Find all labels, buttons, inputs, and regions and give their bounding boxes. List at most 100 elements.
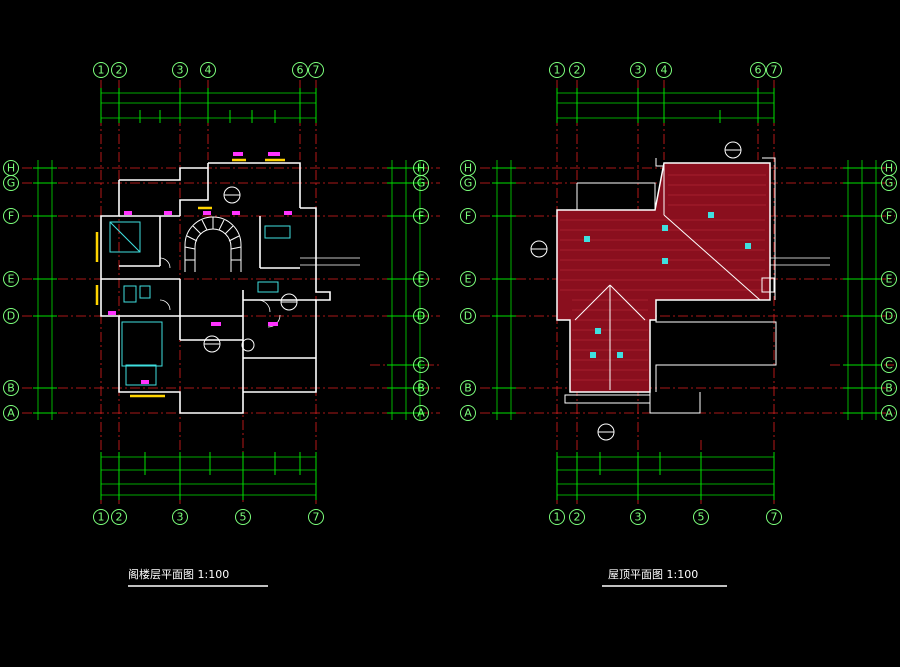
- dimension-tags: [108, 152, 292, 384]
- axis-bubble-right-C-label: C: [417, 359, 425, 372]
- axis-bubble-right-G-circle: [413, 175, 429, 191]
- axis-bubble-right-A-label: A: [417, 407, 425, 420]
- dimension-lines: [496, 92, 877, 496]
- axis-bubble-bottom-3-circle: [630, 509, 646, 525]
- axis-bubble-left-B-label: B: [464, 382, 472, 395]
- axis-bubble-right-D-circle: [413, 308, 429, 324]
- axis-bubble-left-A-label: A: [7, 407, 15, 420]
- captions: 阁楼层平面图 1:100 屋顶平面图 1:100: [128, 567, 727, 587]
- axis-bubble-left-H-label: H: [464, 162, 472, 175]
- axis-bubble-top-1-circle: [93, 62, 109, 78]
- axis-bubble-left-B-label: B: [7, 382, 15, 395]
- axis-bubble-right-C-circle: [881, 357, 897, 373]
- axis-bubble-left-G-circle: [3, 175, 19, 191]
- axis-bubble-right-F-circle: [881, 208, 897, 224]
- axis-bubble-bottom-2-circle: [569, 509, 585, 525]
- axis-bubble-left-D-circle: [460, 308, 476, 324]
- axis-bubble-left-D-label: D: [7, 310, 15, 323]
- axis-bubble-bottom-1-circle: [549, 509, 565, 525]
- walls: [100, 162, 331, 414]
- windows: [95, 158, 285, 398]
- axis-bubble-right-C-circle: [413, 357, 429, 373]
- axis-bubble-top-3-circle: [630, 62, 646, 78]
- axis-bubble-top-6-label: 6: [297, 64, 304, 77]
- axis-bubble-left-G-label: G: [464, 177, 473, 190]
- furniture: [109, 221, 291, 386]
- axis-bubble-right-B-label: B: [417, 382, 425, 395]
- axis-bubble-top-6-circle: [750, 62, 766, 78]
- dimension-ticks: [492, 88, 881, 500]
- axis-bubble-right-E-label: E: [418, 273, 425, 286]
- axis-bubble-top-4-circle: [656, 62, 672, 78]
- axis-bubble-bottom-5-circle: [235, 509, 251, 525]
- axis-bubble-top-4-circle: [200, 62, 216, 78]
- axis-bubble-top-1-label: 1: [98, 64, 105, 77]
- axis-bubble-bottom-1-label: 1: [98, 511, 105, 524]
- axis-bubble-left-B-circle: [460, 380, 476, 396]
- axis-bubble-bottom-5-label: 5: [240, 511, 247, 524]
- axis-bubble-left-D-label: D: [464, 310, 472, 323]
- axis-bubble-right-E-label: E: [886, 273, 893, 286]
- axis-bubble-right-C-label: C: [885, 359, 893, 372]
- dimension-lines: [37, 92, 421, 496]
- axis-bubble-left-B-circle: [3, 380, 19, 396]
- axis-bubble-left-F-label: F: [465, 210, 471, 223]
- axis-bubble-top-3-label: 3: [177, 64, 184, 77]
- axis-bubble-right-G-label: G: [885, 177, 894, 190]
- axis-bubble-top-3-circle: [172, 62, 188, 78]
- axis-bubble-top-7-label: 7: [771, 64, 778, 77]
- axis-bubble-right-E-circle: [413, 271, 429, 287]
- axis-bubble-top-2-circle: [111, 62, 127, 78]
- axis-bubble-right-B-circle: [881, 380, 897, 396]
- axis-bubble-bottom-3-label: 3: [177, 511, 184, 524]
- axis-bubble-top-6-circle: [292, 62, 308, 78]
- axis-bubble-right-F-circle: [413, 208, 429, 224]
- axis-bubble-bottom-7-circle: [308, 509, 324, 525]
- axis-bubble-left-E-circle: [3, 271, 19, 287]
- axis-bubble-right-A-circle: [413, 405, 429, 421]
- axis-bubble-bottom-1-circle: [93, 509, 109, 525]
- axis-bubble-bottom-3-circle: [172, 509, 188, 525]
- axis-bubble-right-H-label: H: [417, 162, 425, 175]
- axis-bubble-top-4-label: 4: [661, 64, 668, 77]
- axis-bubble-left-F-circle: [3, 208, 19, 224]
- axis-bubble-top-4-label: 4: [205, 64, 212, 77]
- axis-bubble-right-D-label: D: [885, 310, 893, 323]
- section-markers: [530, 141, 742, 441]
- axis-bubble-left-F-circle: [460, 208, 476, 224]
- axis-bubble-bottom-1-label: 1: [554, 511, 561, 524]
- axis-bubble-right-G-label: G: [417, 177, 426, 190]
- axis-bubble-bottom-7-label: 7: [313, 511, 320, 524]
- drawing-caption-attic: 阁楼层平面图 1:100: [128, 567, 229, 581]
- dimension-ticks: [33, 88, 425, 500]
- axis-bubble-top-1-label: 1: [554, 64, 561, 77]
- roof-drains: [584, 212, 751, 358]
- axis-bubble-top-3-label: 3: [635, 64, 642, 77]
- axis-bubble-right-D-circle: [881, 308, 897, 324]
- axis-bubble-left-E-label: E: [8, 273, 15, 286]
- axis-bubble-left-G-label: G: [7, 177, 16, 190]
- spiral-stair: [184, 216, 242, 272]
- axis-bubble-top-7-circle: [308, 62, 324, 78]
- axis-bubble-left-F-label: F: [8, 210, 14, 223]
- axis-bubble-top-2-circle: [569, 62, 585, 78]
- axis-bubble-top-2-label: 2: [574, 64, 581, 77]
- axis-bubble-left-G-circle: [460, 175, 476, 191]
- drawing-caption-roof: 屋顶平面图 1:100: [608, 568, 698, 581]
- axis-bubble-right-B-circle: [413, 380, 429, 396]
- axis-bubble-left-E-circle: [460, 271, 476, 287]
- axis-bubble-bottom-7-circle: [766, 509, 782, 525]
- axis-bubble-top-7-circle: [766, 62, 782, 78]
- axis-bubble-bottom-5-circle: [693, 509, 709, 525]
- axis-bubble-right-F-label: F: [418, 210, 424, 223]
- leader: [300, 257, 360, 266]
- axis-bubble-top-2-label: 2: [116, 64, 123, 77]
- axis-bubble-bottom-3-label: 3: [635, 511, 642, 524]
- axis-bubble-right-A-circle: [881, 405, 897, 421]
- axis-bubble-right-G-circle: [881, 175, 897, 191]
- axis-bubble-bottom-2-label: 2: [116, 511, 123, 524]
- attic-floor-plan: [22, 80, 440, 505]
- axis-bubble-right-A-label: A: [885, 407, 893, 420]
